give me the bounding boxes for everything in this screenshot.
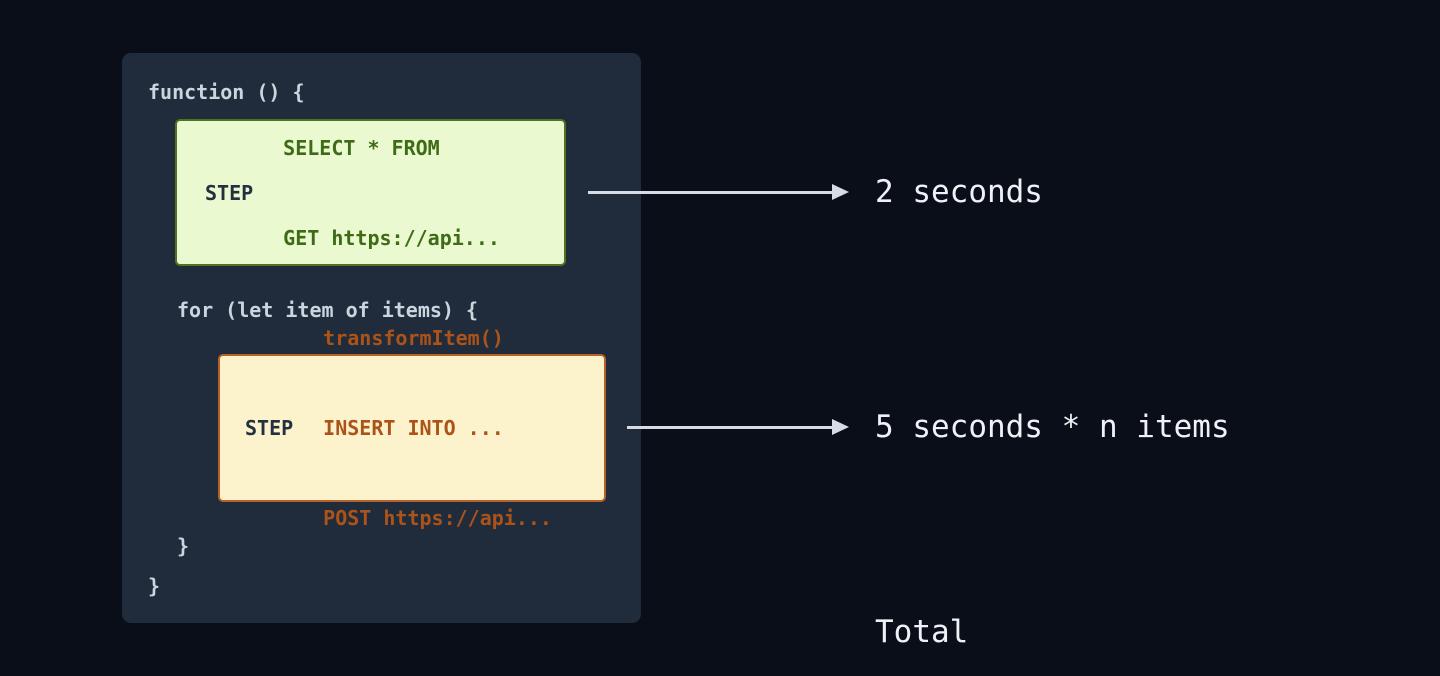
duration-label-step2: 5 seconds * n items [875, 409, 1230, 445]
total-summary: Total 100 items = 502 seconds [875, 530, 1304, 676]
step-transform-statements: transformItem() INSERT INTO ... POST htt… [323, 263, 552, 593]
step-box-query: STEP SELECT * FROM GET https://api... [175, 119, 566, 266]
code-for-open: for (let item of items) { [177, 298, 479, 322]
code-statement: INSERT INTO ... [323, 416, 504, 440]
duration-label-step1: 2 seconds [875, 174, 1043, 210]
arrowhead-icon [832, 184, 849, 200]
arrow-step2-duration [627, 419, 849, 435]
code-function-open: function () { [148, 80, 305, 104]
code-statement: GET https://api... [283, 225, 500, 250]
arrow-step1-duration [588, 184, 849, 200]
step-box-transform: STEP transformItem() INSERT INTO ... POS… [218, 326, 606, 530]
arrow-shaft [627, 425, 832, 429]
step-label: STEP [245, 416, 294, 440]
arrow-shaft [588, 190, 832, 194]
code-statement: SELECT * FROM [283, 135, 440, 160]
code-statement: transformItem() [323, 326, 504, 350]
code-for-close: } [177, 534, 190, 558]
arrowhead-icon [832, 419, 849, 435]
total-title: Total [875, 614, 969, 650]
code-panel: function () { STEP SELECT * FROM GET htt… [122, 53, 641, 623]
step-query-statements: SELECT * FROM GET https://api... [283, 73, 500, 313]
code-function-close: } [148, 574, 161, 598]
step-label: STEP [205, 180, 254, 205]
code-statement: POST https://api... [323, 506, 552, 530]
